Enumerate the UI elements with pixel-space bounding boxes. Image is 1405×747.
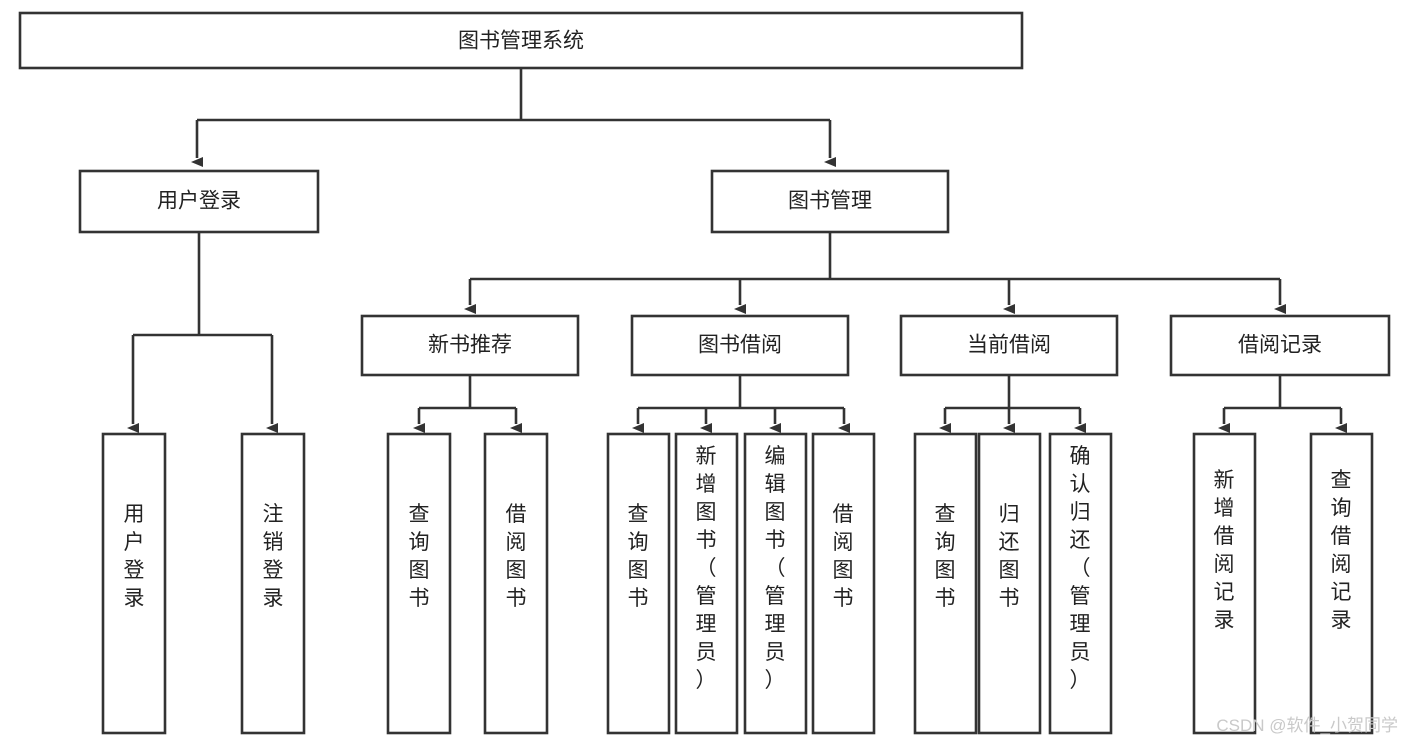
node-root[interactable]: 图书管理系统 bbox=[18, 11, 1024, 70]
node-root-label: 图书管理系统 bbox=[458, 30, 584, 53]
node-new-book-recommend-box[interactable] bbox=[360, 314, 580, 377]
node-book-borrow-label: 图书借阅 bbox=[698, 334, 782, 357]
csdn-watermark: CSDN @软件_小贺同学 bbox=[1216, 716, 1398, 735]
leaf-edit-book-label: 编辑图书（管理员） bbox=[765, 445, 786, 692]
leaf-query-book-1-box[interactable] bbox=[386, 432, 452, 735]
connector-book-manage-to-level3 bbox=[464, 232, 1286, 314]
connector-book-borrow-to-leaves bbox=[632, 375, 850, 433]
leaf-add-record-label: 新增借阅记录 bbox=[1214, 469, 1235, 632]
leaf-query-book-2-label: 查询图书 bbox=[628, 503, 649, 610]
node-borrow-record-label: 借阅记录 bbox=[1238, 334, 1322, 357]
node-book-borrow[interactable]: 图书借阅 bbox=[630, 314, 850, 377]
connector-new-book-recommend-to-leaves bbox=[413, 375, 522, 433]
node-user-login-box[interactable] bbox=[78, 169, 320, 234]
node-current-borrow-label: 当前借阅 bbox=[967, 334, 1051, 357]
leaf-add-record-box[interactable] bbox=[1192, 432, 1257, 735]
leaf-confirm-return-label: 确认归还（管理员） bbox=[1070, 445, 1091, 692]
node-user-login-label: 用户登录 bbox=[157, 190, 241, 213]
leaf-logout-box[interactable] bbox=[240, 432, 306, 735]
leaf-add-book[interactable]: 新增图书（管理员） bbox=[674, 432, 739, 735]
leaf-query-book-2[interactable]: 查询图书 bbox=[606, 432, 671, 735]
leaf-user-login-label: 用户登录 bbox=[124, 503, 145, 610]
leaf-query-book-3[interactable]: 查询图书 bbox=[913, 432, 978, 735]
leaf-query-record-box[interactable] bbox=[1309, 432, 1374, 735]
leaf-query-book-2-box[interactable] bbox=[606, 432, 671, 735]
leaf-return-book[interactable]: 归还图书 bbox=[977, 432, 1042, 735]
node-root-box[interactable] bbox=[18, 11, 1024, 70]
leaf-user-login[interactable]: 用户登录 bbox=[101, 432, 167, 735]
leaf-borrow-book-2-label: 借阅图书 bbox=[833, 503, 854, 610]
node-current-borrow[interactable]: 当前借阅 bbox=[899, 314, 1119, 377]
leaf-query-book-3-box[interactable] bbox=[913, 432, 978, 735]
node-book-manage-label: 图书管理 bbox=[788, 190, 872, 213]
leaf-query-book-1-label: 查询图书 bbox=[409, 503, 430, 610]
leaf-borrow-book-1-label: 借阅图书 bbox=[506, 503, 527, 610]
leaf-edit-book[interactable]: 编辑图书（管理员） bbox=[743, 432, 808, 735]
leaf-return-book-label: 归还图书 bbox=[999, 503, 1020, 610]
leaf-borrow-book-2[interactable]: 借阅图书 bbox=[811, 432, 876, 735]
node-new-book-recommend[interactable]: 新书推荐 bbox=[360, 314, 580, 377]
node-new-book-recommend-label: 新书推荐 bbox=[428, 334, 512, 357]
leaf-return-book-box[interactable] bbox=[977, 432, 1042, 735]
node-user-login[interactable]: 用户登录 bbox=[78, 169, 320, 234]
connector-borrow-record-to-leaves bbox=[1218, 375, 1347, 433]
leaf-logout[interactable]: 注销登录 bbox=[240, 432, 306, 735]
node-borrow-record[interactable]: 借阅记录 bbox=[1169, 314, 1391, 377]
leaf-borrow-book-1[interactable]: 借阅图书 bbox=[483, 432, 549, 735]
connector-current-borrow-to-leaves bbox=[939, 375, 1086, 433]
leaf-add-record[interactable]: 新增借阅记录 bbox=[1192, 432, 1257, 735]
leaf-query-book-1[interactable]: 查询图书 bbox=[386, 432, 452, 735]
leaf-borrow-book-2-box[interactable] bbox=[811, 432, 876, 735]
leaf-query-record[interactable]: 查询借阅记录 bbox=[1309, 432, 1374, 735]
leaf-edit-book-box[interactable] bbox=[743, 432, 808, 735]
leaf-confirm-return-box[interactable] bbox=[1048, 432, 1113, 735]
connector-root-to-level2 bbox=[191, 68, 836, 167]
leaf-add-book-label: 新增图书（管理员） bbox=[696, 445, 717, 692]
leaf-confirm-return[interactable]: 确认归还（管理员） bbox=[1048, 432, 1113, 735]
leaf-borrow-book-1-box[interactable] bbox=[483, 432, 549, 735]
leaf-logout-label: 注销登录 bbox=[263, 503, 284, 610]
leaf-query-record-label: 查询借阅记录 bbox=[1331, 469, 1352, 632]
leaf-add-book-box[interactable] bbox=[674, 432, 739, 735]
leaf-query-book-3-label: 查询图书 bbox=[935, 503, 956, 610]
connector-user-login-to-leaves bbox=[127, 232, 278, 433]
leaf-user-login-box[interactable] bbox=[101, 432, 167, 735]
node-current-borrow-box[interactable] bbox=[899, 314, 1119, 377]
node-book-manage[interactable]: 图书管理 bbox=[710, 169, 950, 234]
